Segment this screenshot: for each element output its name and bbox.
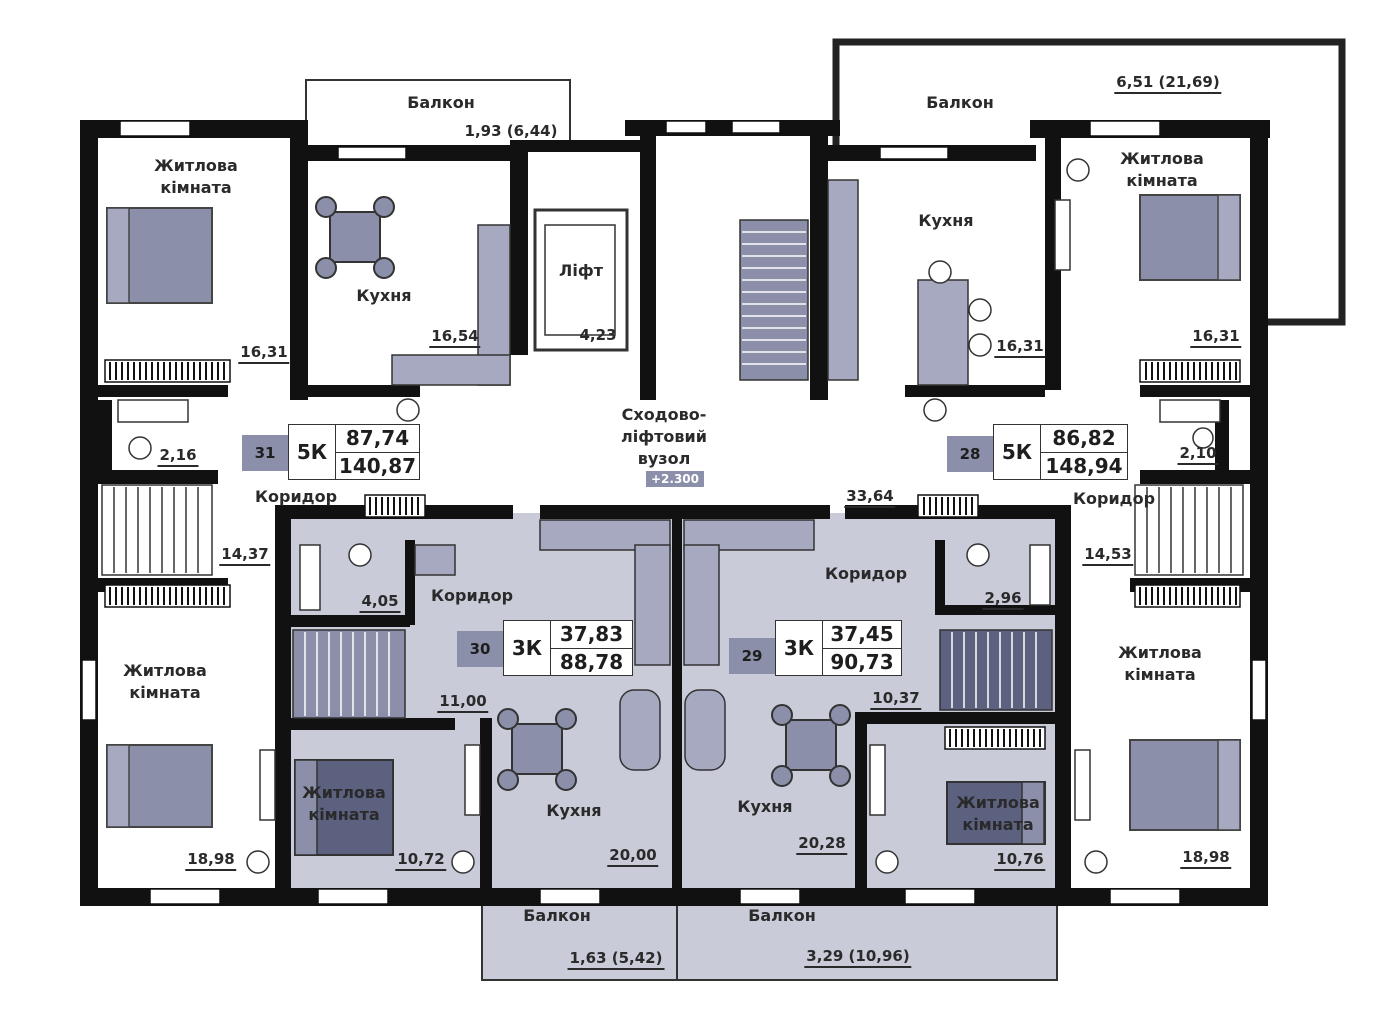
balcony-top-left-shape <box>305 79 571 150</box>
apartment-number-30: 30 <box>457 631 503 667</box>
balcony-bottom-right-shape <box>676 904 1058 981</box>
elevation-mark: +2.300 <box>645 471 705 487</box>
bath-fixtures <box>117 158 1221 874</box>
room-label-a31-bedroom-top: Житлова кімната <box>154 156 238 197</box>
area-balcony-bottom-left: 1,63 (5,42) <box>567 949 665 970</box>
stair-steps <box>304 231 1037 716</box>
room-label-a29-corridor: Коридор <box>824 564 908 583</box>
staircases <box>101 208 1244 719</box>
wardrobes <box>104 359 1241 750</box>
area-a29-kitchen: 20,28 <box>796 834 848 855</box>
area-balcony-top-left: 1,93 (6,44) <box>464 122 558 140</box>
apartment-card-30[interactable]: 3К 37,83 88,78 <box>503 620 633 676</box>
area-a31-corridor: 14,37 <box>219 545 271 566</box>
area-a31-bedroom-bottom: 18,98 <box>185 850 237 871</box>
area-a28-corridor: 14,53 <box>1082 545 1134 566</box>
room-label-a31-bedroom-bottom: Житлова кімната <box>123 661 207 702</box>
area-a30-bedroom: 10,72 <box>395 850 447 871</box>
apartment-rooms-28: 5К <box>994 425 1041 479</box>
apartment-number-28: 28 <box>947 436 993 472</box>
room-label-balcony-bottom-left: Балкон <box>523 906 591 925</box>
apartment-card-31[interactable]: 5К 87,74 140,87 <box>288 424 420 480</box>
area-a28-bedroom-bottom: 18,98 <box>1180 848 1232 869</box>
stair-steps-light <box>113 487 1232 573</box>
kitchen-counters <box>391 179 969 771</box>
room-label-a28-bedroom-top: Житлова кімната <box>1120 149 1204 190</box>
area-a31-bath: 2,16 <box>157 446 199 467</box>
area-a28-bedroom-top: 16,31 <box>1190 327 1242 348</box>
apartment-card-29[interactable]: 3К 37,45 90,73 <box>775 620 902 676</box>
area-a30-corridor: 11,00 <box>437 692 489 713</box>
balcony-bottom-left-shape <box>481 904 678 981</box>
area-a28-bath: 2,10 <box>1177 444 1219 465</box>
room-label-a30-kitchen: Кухня <box>546 801 602 820</box>
room-label-a30-bedroom: Житлова кімната <box>302 783 386 824</box>
area-balcony-top-right: 6,51 (21,69) <box>1114 73 1222 94</box>
apartment-rooms-29: 3К <box>776 621 823 675</box>
room-label-a29-bedroom: Житлова кімната <box>956 793 1040 834</box>
walls <box>80 120 1270 906</box>
area-balcony-bottom-right: 3,29 (10,96) <box>804 947 912 968</box>
room-label-a28-bedroom-bottom: Житлова кімната <box>1118 643 1202 684</box>
balcony-top-right-shape <box>832 38 1346 326</box>
area-a29-bath: 2,96 <box>982 589 1024 610</box>
apartment-total-area-31: 140,87 <box>338 453 417 478</box>
apartment-living-area-29: 37,45 <box>823 621 901 649</box>
room-label-a28-corridor: Коридор <box>1072 489 1156 508</box>
apartment-rooms-31: 5К <box>289 425 336 479</box>
room-label-a30-corridor: Коридор <box>430 586 514 605</box>
apartment-rooms-30: 3К <box>504 621 551 675</box>
apartment-living-area-30: 37,83 <box>551 621 632 649</box>
apartment-living-area-31: 87,74 <box>336 425 419 453</box>
room-label-lift: Ліфт <box>559 261 603 280</box>
wardrobe-stripes <box>109 362 1237 747</box>
apartment-living-area-28: 86,82 <box>1041 425 1127 453</box>
apartment-total-area-28: 148,94 <box>1045 453 1123 478</box>
area-a29-bedroom: 10,76 <box>994 850 1046 871</box>
apartment-total-area-29: 90,73 <box>830 649 894 674</box>
area-a28-kitchen: 16,31 <box>994 337 1046 358</box>
room-label-a28-kitchen: Кухня <box>918 211 974 230</box>
room-label-balcony-top-left: Балкон <box>407 93 475 112</box>
apartment-total-area-30: 88,78 <box>559 649 624 674</box>
area-lift: 4,23 <box>579 326 617 344</box>
room-label-balcony-top-right: Балкон <box>926 93 994 112</box>
area-stair-node: 33,64 <box>844 487 896 508</box>
apartment-number-31: 31 <box>242 435 288 471</box>
room-label-a29-kitchen: Кухня <box>737 797 793 816</box>
dining-tables <box>315 196 851 791</box>
area-a31-kitchen: 16,54 <box>429 327 481 348</box>
room-label-balcony-bottom-right: Балкон <box>748 906 816 925</box>
room-label-a31-corridor: Коридор <box>254 487 338 506</box>
apartment-number-29: 29 <box>729 638 775 674</box>
area-a30-bath: 4,05 <box>359 592 401 613</box>
room-label-a31-kitchen: Кухня <box>356 286 412 305</box>
windows <box>81 120 1267 905</box>
area-a29-corridor: 10,37 <box>870 689 922 710</box>
area-a30-kitchen: 20,00 <box>607 846 659 867</box>
apartment-card-28[interactable]: 5К 86,82 148,94 <box>993 424 1128 480</box>
beds <box>106 194 1241 856</box>
room-label-stair-node: Сходово-ліфтовий вузол <box>621 405 707 468</box>
area-a31-bedroom-top: 16,31 <box>238 343 290 364</box>
